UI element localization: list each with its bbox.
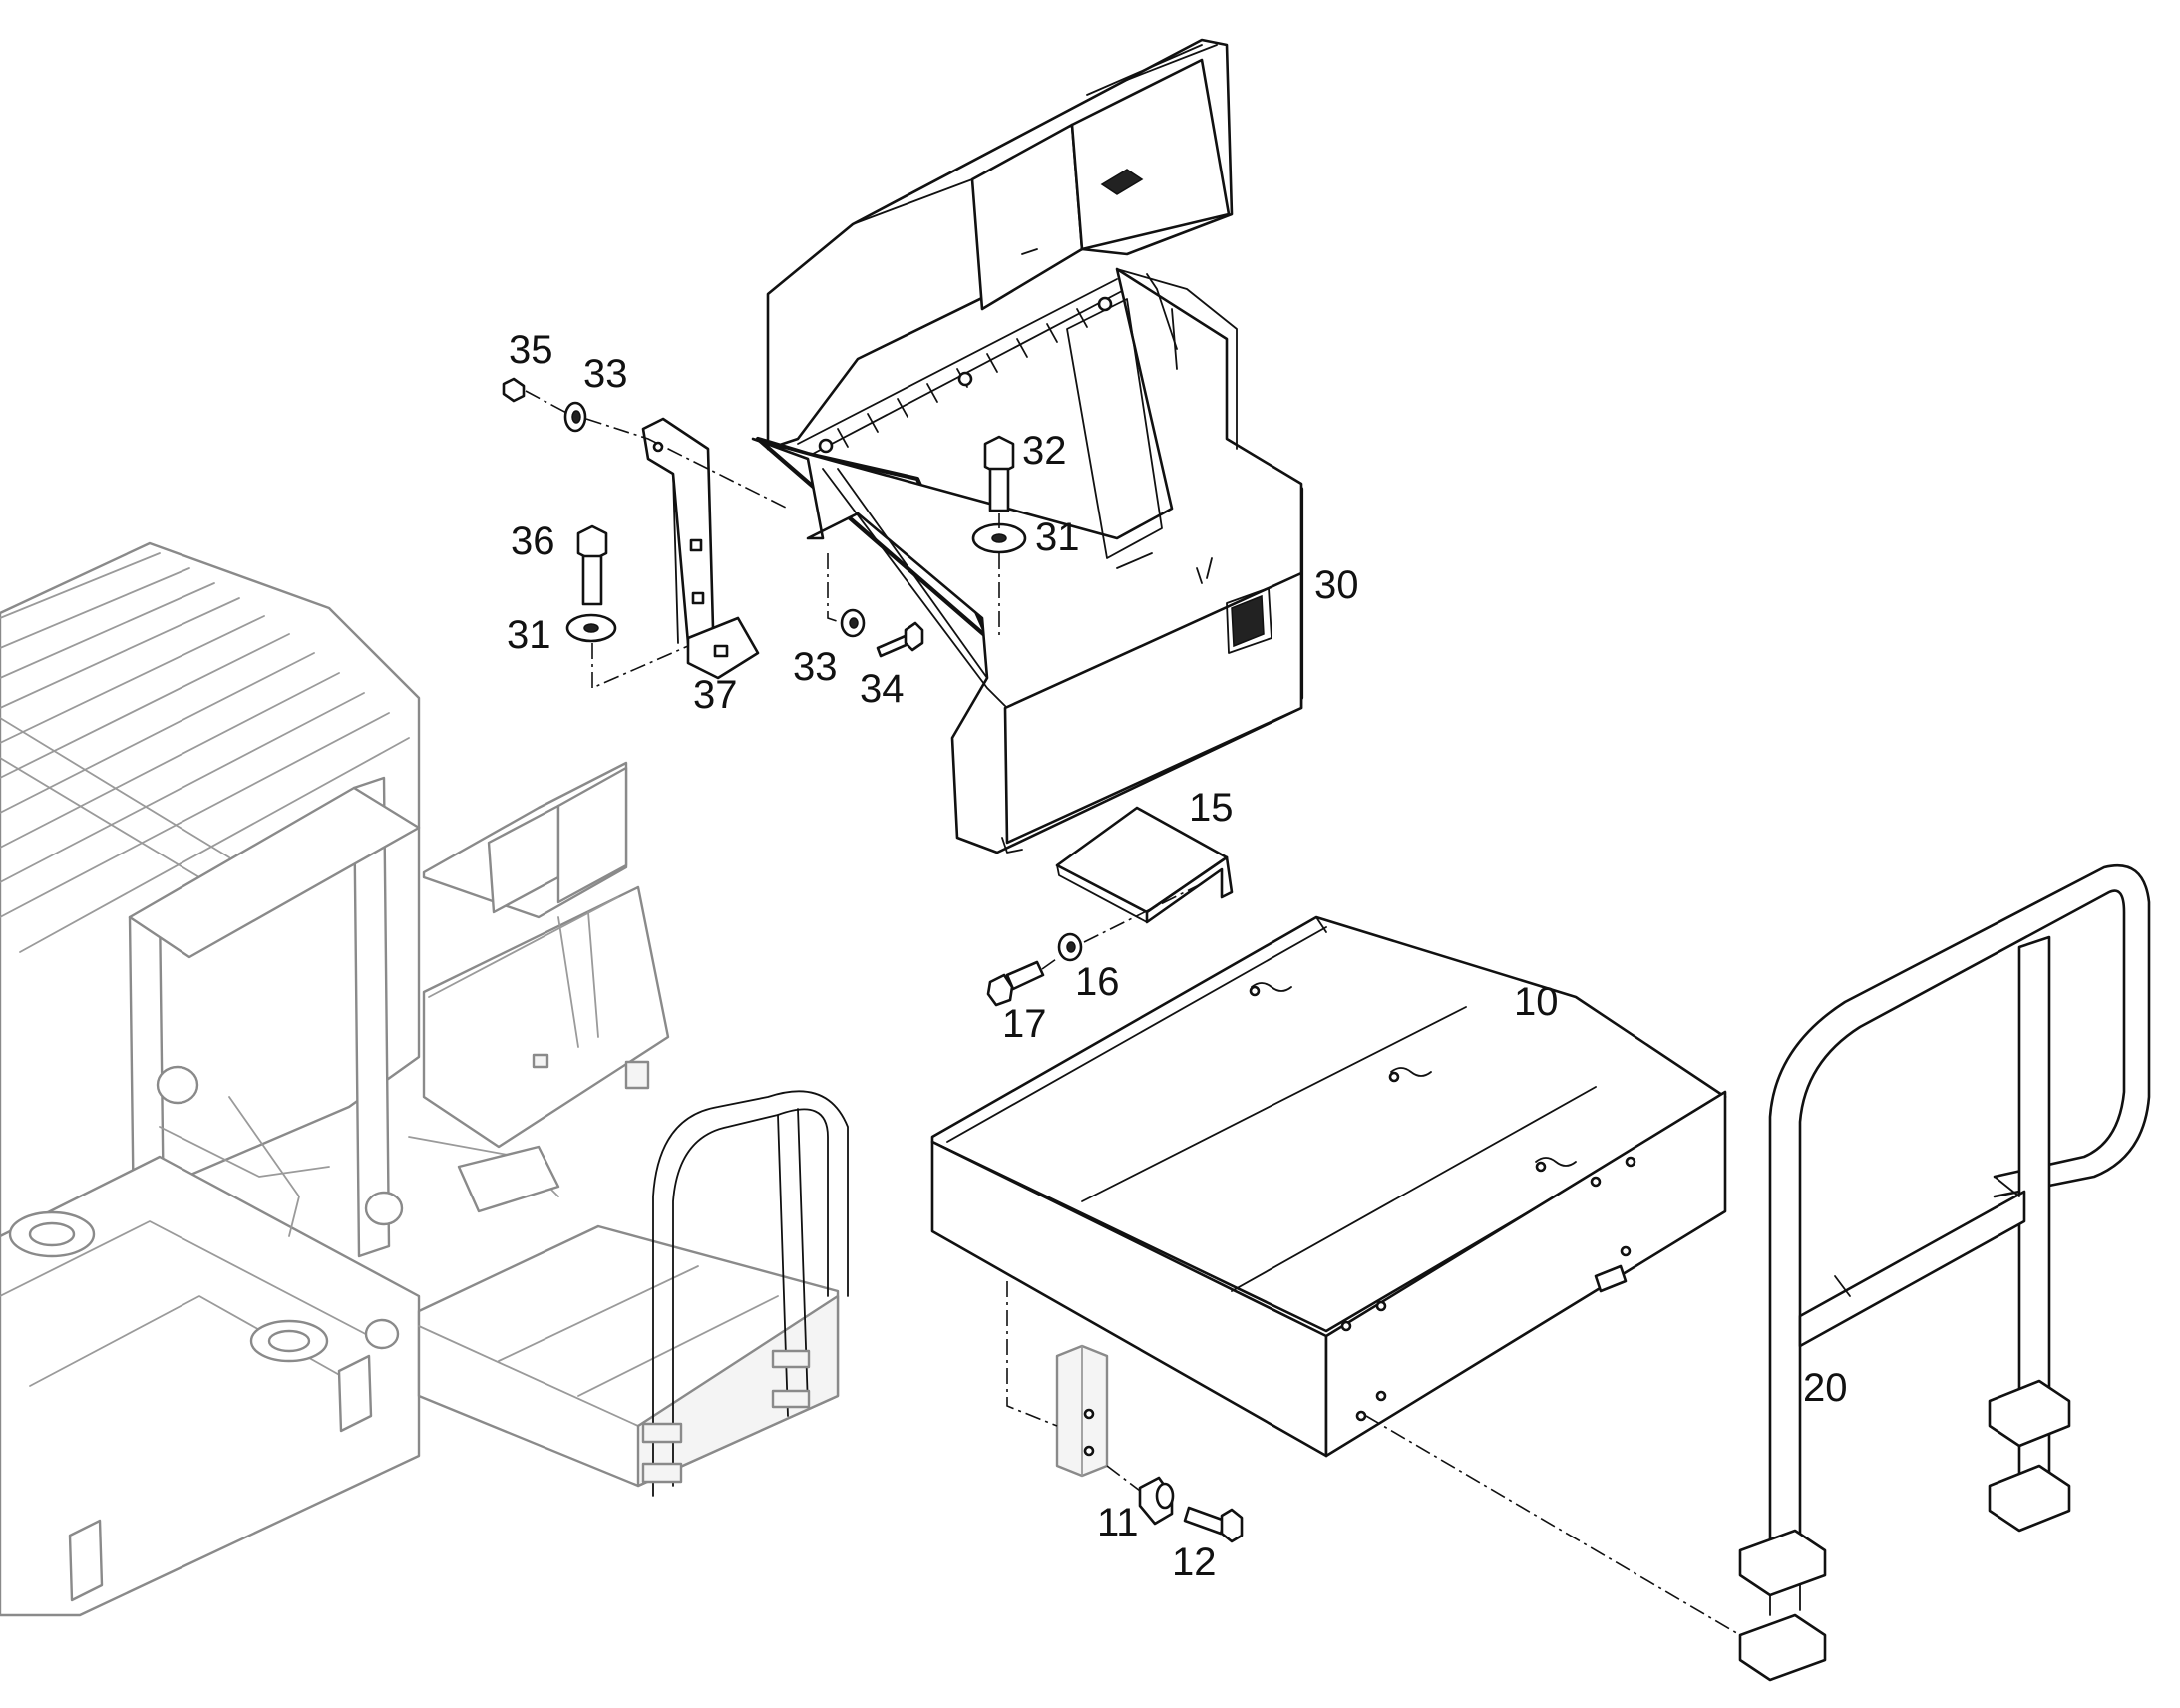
part-20-handrail [1738,863,2151,1682]
part-16-washer [1057,932,1083,962]
part-30-toolbox [751,38,1304,854]
machine-frame-context [0,541,849,1617]
callout-31-left: 31 [507,613,551,657]
callout-labels: 35 33 32 36 31 31 30 33 34 37 15 16 17 1… [507,328,1848,1584]
callout-30: 30 [1314,563,1359,607]
part-17-bolt [986,960,1045,1007]
callout-12: 12 [1172,1540,1217,1584]
callout-11: 11 [1097,1501,1139,1544]
part-34-bolt [876,621,924,658]
assembly-lines [525,390,1741,1636]
part-37-bracket [641,417,760,680]
callout-16: 16 [1075,960,1120,1004]
part-35-nut [502,377,526,403]
part-33-washer-lower [840,608,866,638]
callout-37: 37 [693,673,738,717]
part-33-washer-top [563,401,587,433]
callout-34: 34 [860,667,905,711]
callout-35: 35 [509,328,553,372]
part-31-washer-right [971,522,1027,554]
callout-33-lower: 33 [793,645,838,689]
part-10-step-platform [930,915,1727,1458]
callout-20: 20 [1803,1366,1848,1410]
part-11-spacer [1055,1344,1175,1526]
part-12-bolt [1183,1506,1244,1543]
callout-10: 10 [1514,980,1559,1024]
callout-17: 17 [1002,1002,1047,1046]
part-32-bolt [983,435,1015,512]
part-31-washer-left [565,613,617,643]
callout-36: 36 [511,519,555,563]
callout-33-top: 33 [583,352,628,396]
callout-31-right: 31 [1035,515,1080,559]
callout-15: 15 [1189,786,1234,830]
part-36-bolt [576,524,608,606]
callout-32: 32 [1022,429,1067,473]
